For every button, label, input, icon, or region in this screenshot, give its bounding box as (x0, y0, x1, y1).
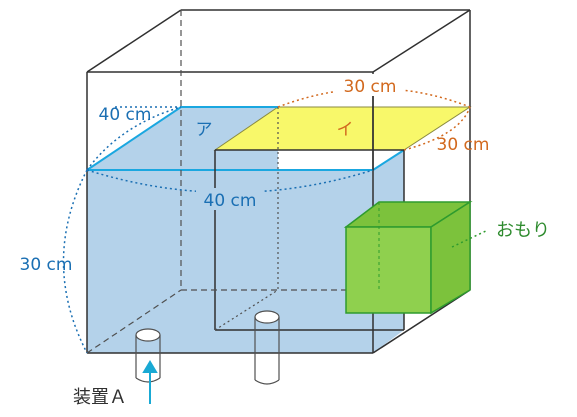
label-front-40: 40 cm (204, 191, 257, 211)
pipe-right (254, 310, 280, 385)
dim-height-30 (62, 169, 88, 354)
weight-pointer (451, 229, 489, 248)
label-weight: おもり (496, 220, 550, 241)
label-bg-back (334, 74, 404, 96)
dim-top-left-40 (86, 106, 182, 171)
device-arrow (142, 360, 158, 404)
inner-hidden-edges (214, 107, 279, 331)
label-bg-front (196, 188, 264, 210)
label-region-a: ア (196, 120, 213, 140)
label-height-30: 30 cm (20, 255, 73, 275)
weight-front (345, 226, 432, 314)
label-device-a: 装置Ａ (73, 387, 127, 408)
dim-right-30 (403, 106, 471, 151)
label-region-i: イ (337, 120, 354, 140)
weight-block (343, 200, 473, 315)
water-surface-step-edge (372, 149, 405, 171)
label-back-30: 30 cm (344, 77, 397, 97)
pipe-left (135, 328, 161, 383)
weight-side (430, 200, 471, 315)
label-right-30: 30 cm (437, 135, 490, 155)
label-top-left-40: 40 cm (99, 105, 152, 125)
